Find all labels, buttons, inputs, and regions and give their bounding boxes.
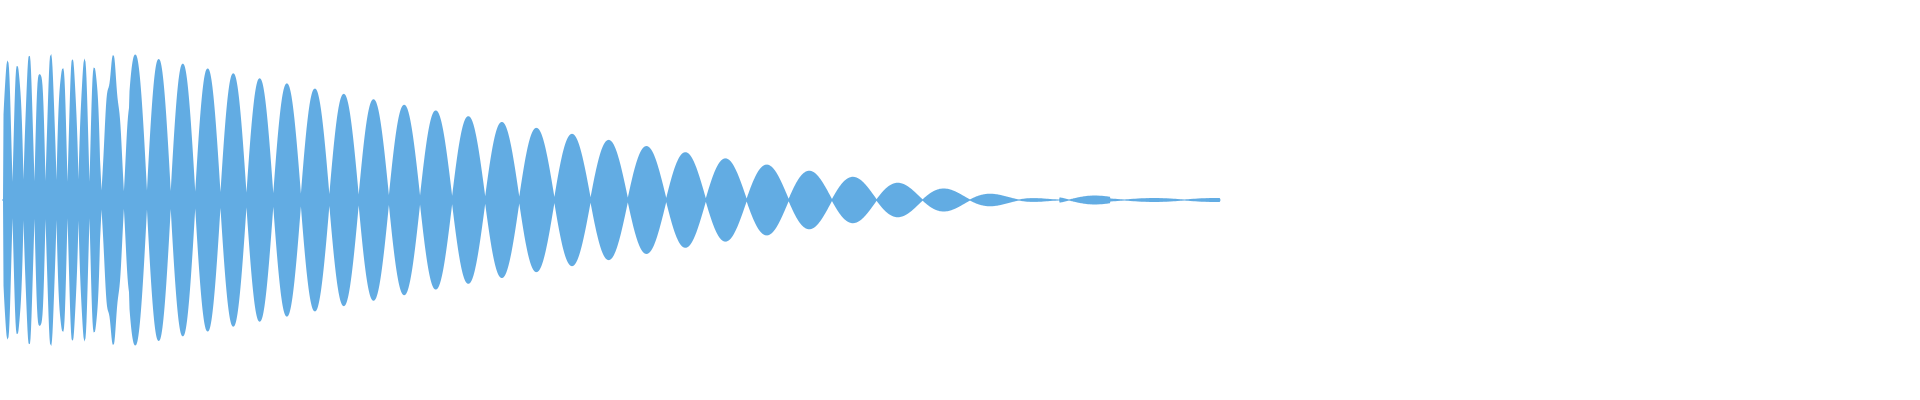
waveform-path — [2, 54, 1221, 346]
